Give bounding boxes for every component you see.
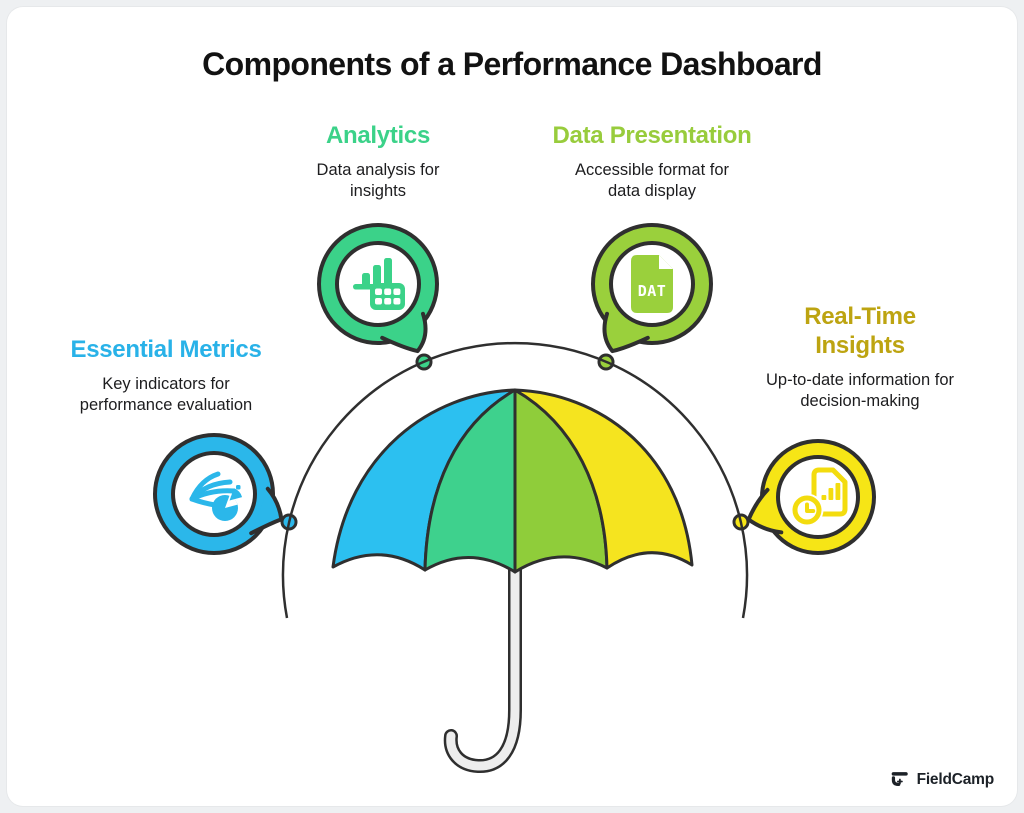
- chart-bar: [373, 265, 381, 288]
- grid-cell: [384, 298, 392, 305]
- umbrella-pole-outline: [443, 553, 522, 773]
- brand-logo: FieldCamp: [889, 769, 994, 790]
- fieldcamp-logo-icon: [891, 772, 908, 786]
- document-bars: [821, 483, 841, 500]
- umbrella-arc-group: [280, 341, 750, 619]
- clock-hands: [805, 502, 816, 513]
- component-heading: Data Presentation: [552, 122, 752, 149]
- bubble-tail: [380, 311, 428, 354]
- component-analytics: Analytics Data analysis for insights: [276, 122, 480, 203]
- umbrella-illustration: [331, 388, 694, 773]
- bubble-real-time-insights: [746, 439, 876, 555]
- component-heading: Analytics: [325, 122, 430, 149]
- umbrella-panel-teal: [423, 388, 517, 574]
- component-data-presentation: Data Presentation Accessible format for …: [521, 122, 783, 203]
- calculator-body: [370, 283, 405, 310]
- flow-line: [189, 488, 237, 502]
- chart-bar: [384, 258, 392, 288]
- pie-exploded-slice: [229, 488, 243, 501]
- component-essential-metrics: Essential Metrics Key indicators for per…: [40, 336, 292, 417]
- umbrella-pole: [446, 555, 520, 771]
- flow-lines-pie-chart-icon: [189, 471, 243, 521]
- chart-bar: [362, 273, 370, 288]
- arc-line: [281, 341, 749, 619]
- grid-cell: [393, 288, 401, 295]
- bar-chart-calculator-icon: [353, 258, 405, 310]
- brand-name: FieldCamp: [916, 770, 995, 788]
- bubble-data-presentation: DAT: [591, 223, 713, 354]
- dat-file-label: DAT: [638, 282, 667, 300]
- grid-cell: [393, 298, 401, 305]
- bubble-essential-metrics: [153, 433, 284, 555]
- component-heading: Real-Time Insights: [804, 303, 916, 359]
- bubble-tail: [602, 311, 650, 354]
- doc-bar: [835, 483, 841, 500]
- file-fold-corner: [659, 255, 673, 269]
- component-description: Up-to-date information for decision-maki…: [765, 370, 954, 411]
- document-clock-icon: [790, 467, 848, 527]
- doc-bar-dot: [821, 495, 827, 500]
- component-description: Key indicators for performance evaluatio…: [79, 374, 253, 415]
- component-real-time-insights: Real-Time Insights Up-to-date informatio…: [757, 303, 963, 412]
- component-description: Data analysis for insights: [316, 160, 440, 201]
- flow-dot: [236, 485, 241, 490]
- file-shape: [631, 255, 673, 313]
- component-heading: Essential Metrics: [70, 336, 262, 363]
- grid-cell: [375, 288, 382, 295]
- grid-cell: [384, 288, 392, 295]
- bubble-tail: [249, 486, 284, 536]
- doc-bar: [828, 488, 834, 500]
- pie-wedge-gap: [225, 495, 238, 508]
- bubble-tail: [746, 487, 784, 535]
- dat-file-icon: DAT: [631, 255, 673, 313]
- umbrella-panel-yellow: [513, 388, 694, 570]
- page-title: Components of a Performance Dashboard: [202, 46, 822, 82]
- calculator-grid: [375, 288, 401, 305]
- bubble-analytics: [317, 223, 439, 354]
- component-description: Accessible format for data display: [574, 160, 730, 201]
- grid-cell: [375, 298, 382, 305]
